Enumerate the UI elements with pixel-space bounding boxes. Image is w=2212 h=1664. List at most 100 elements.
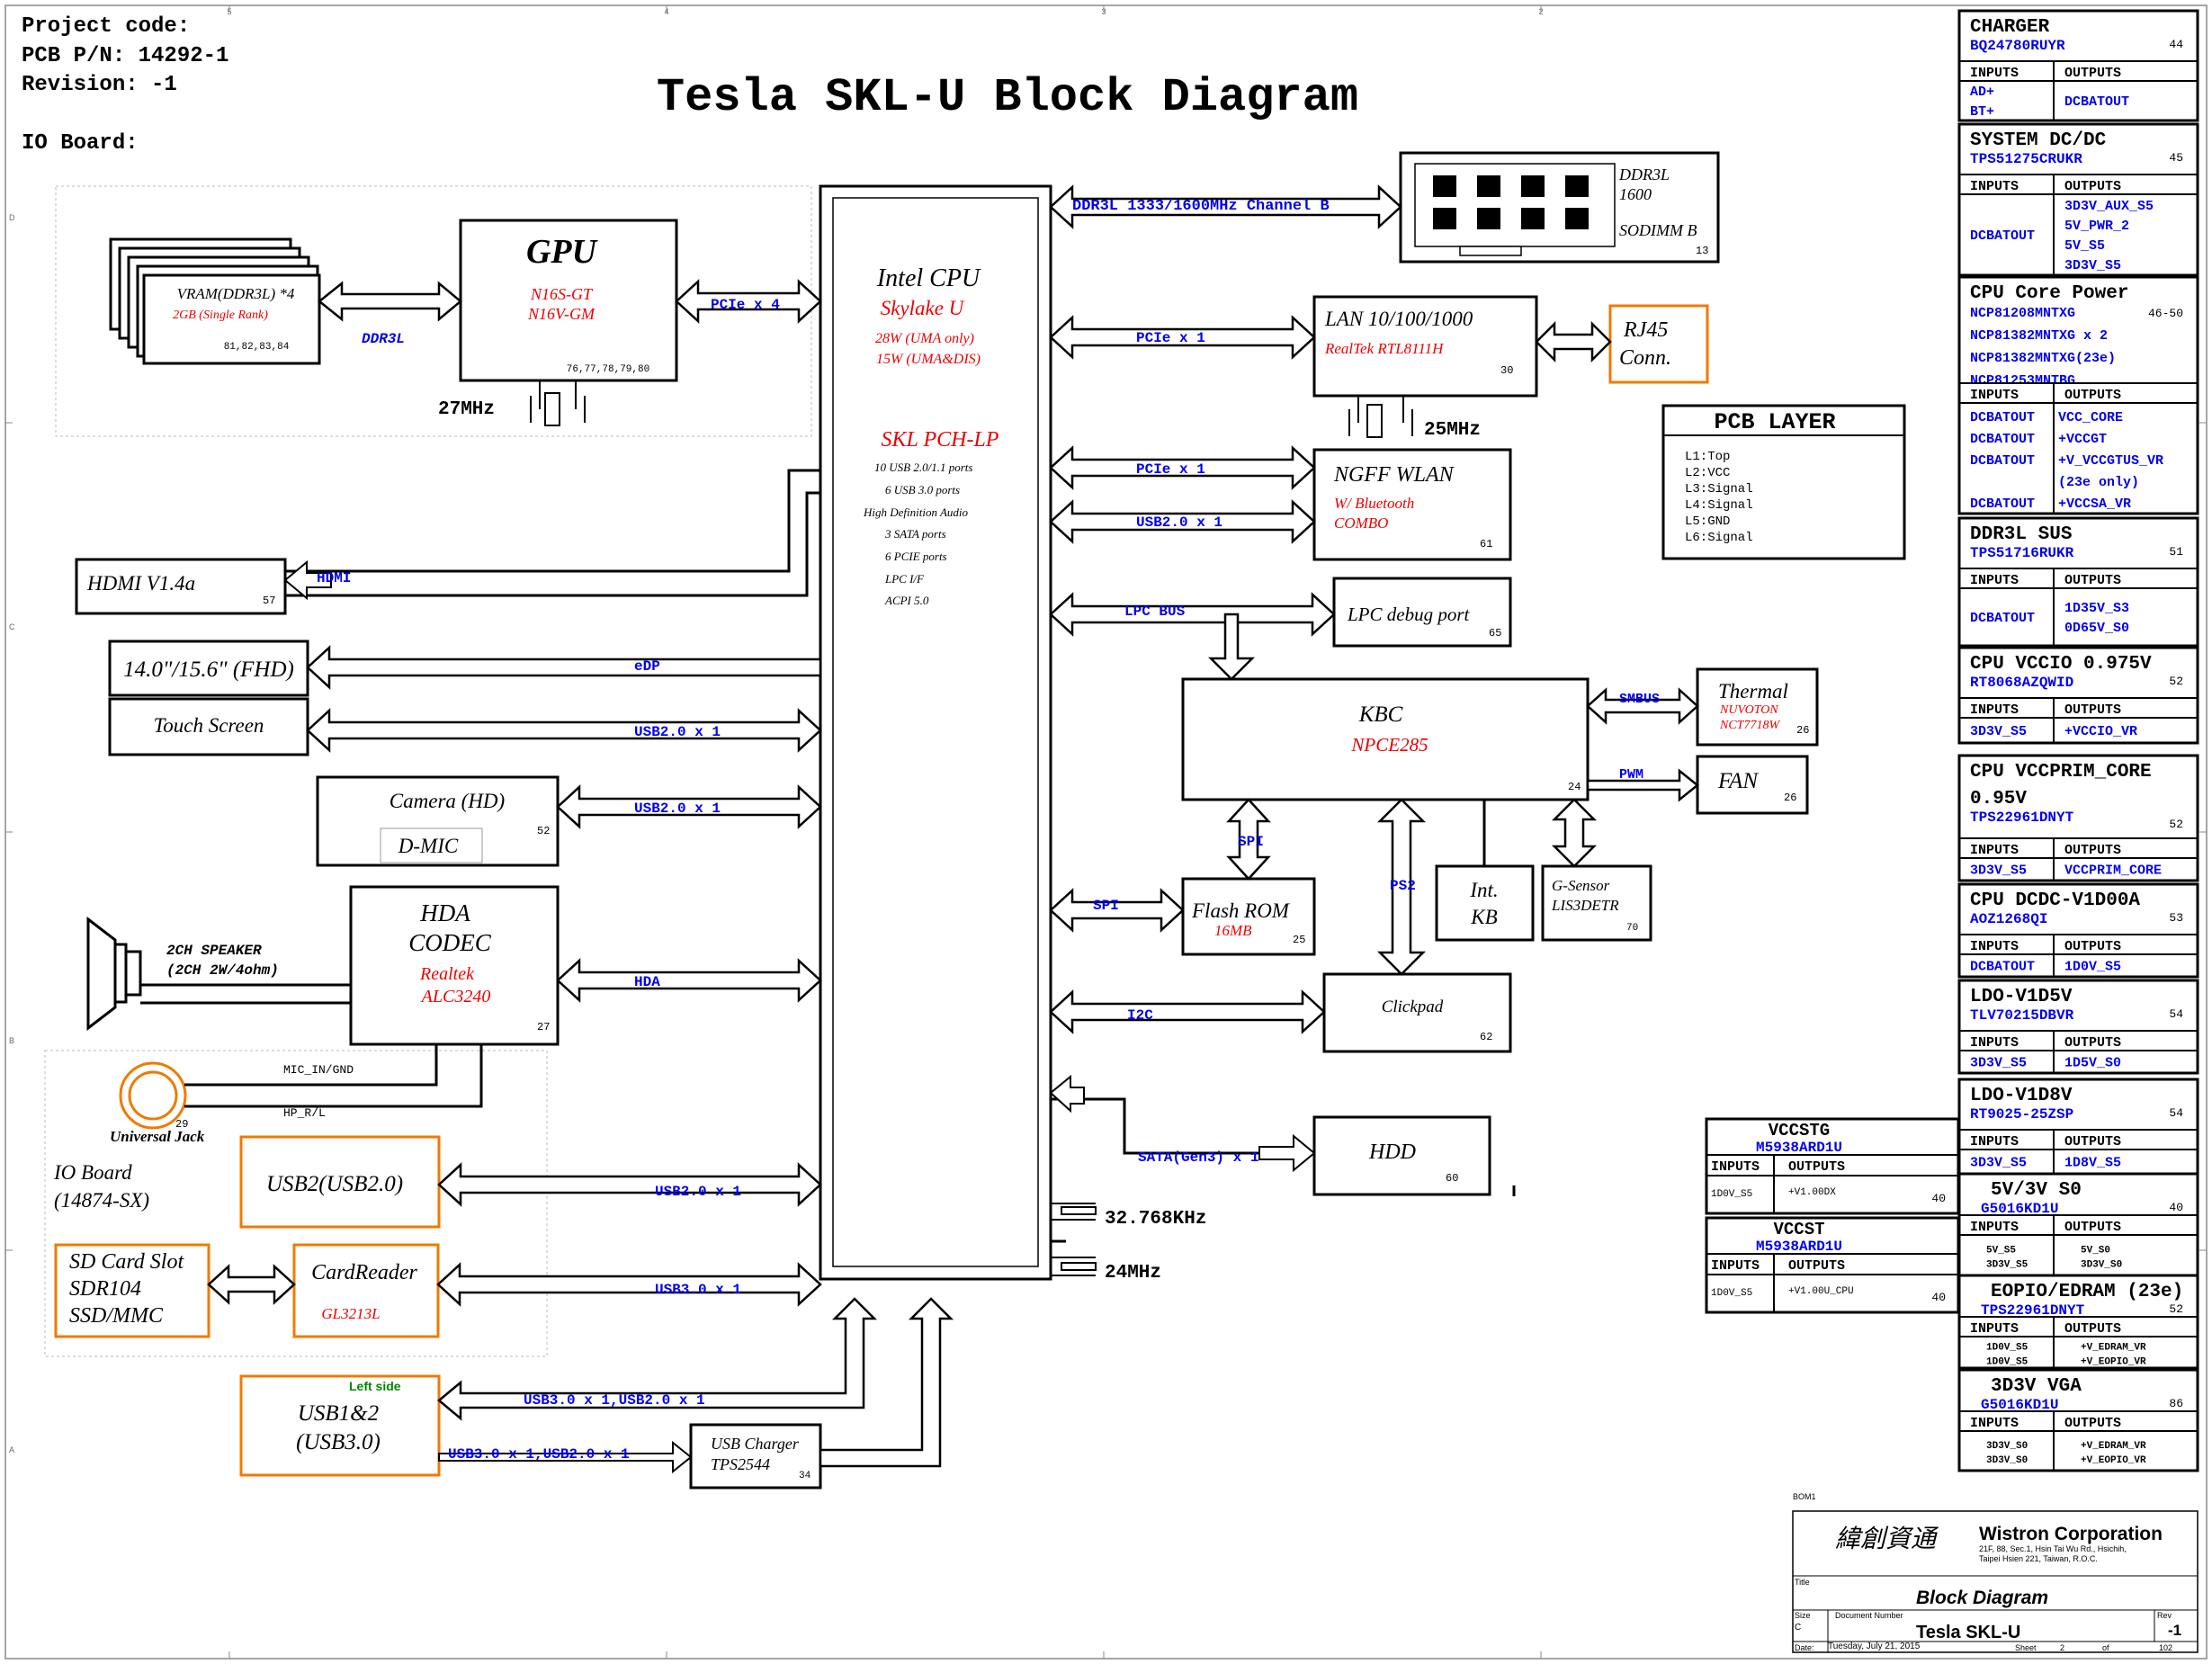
cpu-tdp-2: 15W (UMA&DIS) (876, 352, 981, 367)
power-input: DCBATOUT (1970, 497, 2035, 512)
outputs-header: OUTPUTS (1788, 1159, 1845, 1175)
pcb-layer-item: L4:Signal (1685, 498, 1753, 513)
bus-pcie-wlan: PCIe x 1 (1136, 461, 1205, 478)
power-output: VCCPRIM_CORE (2064, 863, 2162, 879)
bus-smbus: SMBUS (1619, 692, 1660, 707)
gpu-pages: 76,77,78,79,80 (567, 364, 649, 375)
title-block: BOM1 緯創資通 Wistron Corporation 21F, 88, S… (1792, 1492, 2199, 1653)
power-output: 3D3V_AUX_S5 (2064, 199, 2154, 214)
power-input: 1D0V_S5 (1986, 1357, 2028, 1368)
gsensor-page: 70 (1626, 923, 1638, 934)
jack-page: 29 (175, 1118, 188, 1131)
hdmi-block: HDMI V1.4a 57 (75, 558, 287, 615)
lan-title: LAN 10/100/1000 (1324, 308, 1473, 330)
power-title: 5V/3V S0 (1991, 1180, 2082, 1201)
wlan-page: 61 (1480, 538, 1492, 550)
inputs-header: INPUTS (1970, 702, 2019, 718)
outputs-header: OUTPUTS (1788, 1258, 1845, 1274)
bus-arrows (207, 184, 1700, 1474)
lan-crystal-icon (1348, 396, 1413, 438)
dmic-label: D-MIC (398, 835, 459, 857)
vcc-part: M5938ARD1U (1756, 1140, 1842, 1156)
power-title: CPU VCCPRIM_CORE (1970, 762, 2152, 783)
rtc-crystal-icon (1051, 1203, 1097, 1276)
title-label: Title (1795, 1578, 1810, 1587)
touch-screen-block: Touch Screen (108, 697, 309, 756)
inputs-header: INPUTS (1970, 1134, 2019, 1150)
sd-line-3: SSD/MMC (69, 1304, 164, 1328)
hdd-title: HDD (1368, 1141, 1416, 1164)
bus-usb12-charger: USB3.0 x 1,USB2.0 x 1 (448, 1446, 630, 1463)
power-title: CPU DCDC-V1D00A (1970, 890, 2140, 911)
power-part: RT9025-25ZSP (1970, 1106, 2073, 1123)
jack-mic-signal: MIC_IN/GND (283, 1063, 354, 1077)
vcc-output: +V1.00DX (1788, 1187, 1836, 1198)
power-part: AOZ1268QI (1970, 911, 2047, 927)
power-page: 52 (2169, 675, 2183, 688)
bus-sata: SATA(Gen3) x 1 (1138, 1150, 1258, 1166)
power-output: +VCCGT (2058, 432, 2107, 447)
cpu-title: Intel CPU (876, 264, 981, 292)
sheet-total: 102 (2159, 1643, 2172, 1652)
gpu-block: GPU N16S-GT N16V-GM 76,77,78,79,80 (459, 219, 678, 382)
size-value: C (1795, 1623, 1801, 1633)
power-title-2: 0.95V (1970, 789, 2027, 810)
usb-charger-page: 34 (799, 1471, 811, 1481)
pcb-layer-block: PCB LAYER L1:Top L2:VCC L3:Signal L4:Sig… (1661, 404, 1906, 560)
outputs-header: OUTPUTS (2064, 1220, 2121, 1235)
inputs-header: INPUTS (1970, 1321, 2019, 1337)
speaker-line-1: 2CH SPEAKER (166, 943, 262, 959)
inputs-header: INPUTS (1711, 1258, 1760, 1274)
power-input: 3D3V_S0 (1986, 1455, 2028, 1466)
power-input: 1D0V_S5 (1986, 1343, 2028, 1354)
universal-jack-icon (119, 1044, 483, 1130)
power-page: 46-50 (2148, 307, 2183, 320)
power-output: (23e only) (2058, 475, 2139, 490)
power-part: TPS51716RUKR (1970, 545, 2074, 561)
power-output: 1D8V_S5 (2064, 1156, 2121, 1171)
outputs-header: OUTPUTS (2064, 1035, 2121, 1051)
usb12-line-2: (USB3.0) (296, 1430, 381, 1454)
vcc-page: 40 (1931, 1291, 1946, 1304)
wlan-sub-1: W/ Bluetooth (1334, 495, 1414, 512)
flash-page: 25 (1293, 934, 1305, 946)
power-input: DCBATOUT (1970, 410, 2035, 425)
power-output: VCC_CORE (2058, 410, 2123, 425)
pcb-layer-item: L6:Signal (1685, 531, 1753, 545)
fan-block: FAN 26 (1696, 755, 1809, 815)
outputs-header: OUTPUTS (2064, 179, 2121, 194)
rev-value: -1 (2168, 1622, 2181, 1639)
docnum-value: Tesla SKL-U (1916, 1623, 2020, 1642)
power-input: 3D3V_S5 (1970, 724, 2027, 739)
power-output: 0D65V_S0 (2064, 621, 2129, 636)
bus-usb-wlan: USB2.0 x 1 (1136, 514, 1222, 531)
power-page: 44 (2169, 38, 2183, 51)
power-title: EOPIO/EDRAM (23e) (1991, 1282, 2183, 1302)
gsensor-title: G-Sensor (1552, 877, 1610, 894)
cardreader-part: GL3213L (321, 1305, 380, 1322)
outputs-header: OUTPUTS (2064, 1321, 2121, 1337)
vcc-input: 1D0V_S5 (1711, 1189, 1752, 1200)
outputs-header: OUTPUTS (2064, 1416, 2121, 1431)
outputs-header: OUTPUTS (2064, 1134, 2121, 1150)
bus-spi-cpu: SPI (1093, 898, 1119, 914)
hdmi-page: 57 (263, 595, 275, 607)
tick-top-3: 3 (1101, 7, 1106, 16)
power-input: 3D3V_S5 (1986, 1260, 2028, 1271)
power-part: G5016KD1U (1981, 1201, 2058, 1217)
connection-lines (285, 469, 1516, 1243)
sheet-value: 2 (2060, 1643, 2064, 1652)
revision: Revision: -1 (22, 73, 177, 97)
power-output: +V_EOPIO_VR (2081, 1455, 2146, 1466)
power-input: 3D3V_S5 (1970, 1156, 2027, 1171)
sd-line-1: SD Card Slot (69, 1250, 184, 1274)
bus-pcie-lan: PCIe x 1 (1136, 330, 1205, 346)
inputs-header: INPUTS (1970, 1220, 2019, 1235)
lpc-debug-page: 65 (1489, 627, 1501, 640)
int-kb-line-1: Int. (1469, 879, 1498, 901)
bus-usb-touch: USB2.0 x 1 (634, 724, 721, 740)
